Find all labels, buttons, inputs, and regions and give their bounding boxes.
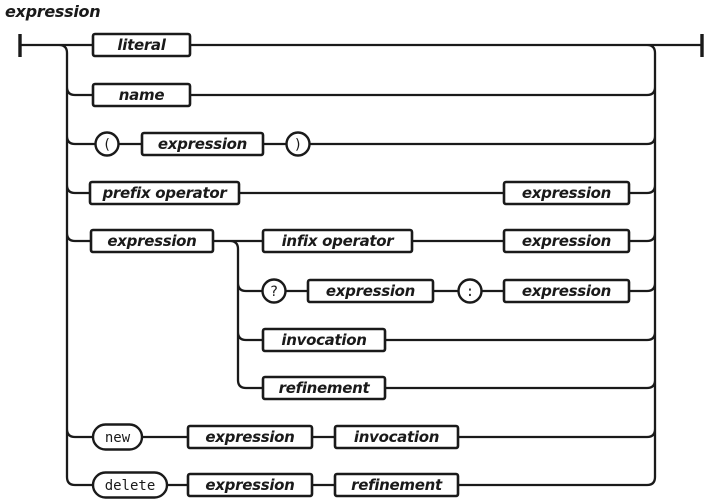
delete-pill	[91, 471, 169, 499]
new-expression-label: expression	[205, 428, 294, 446]
delete-keyword-label: delete	[105, 478, 156, 494]
name-box	[91, 82, 192, 108]
left-expression-label: expression	[107, 232, 196, 250]
new-pill	[91, 423, 144, 451]
left-expression-box	[89, 228, 215, 254]
infix-operator-label: infix operator	[282, 232, 396, 250]
close-paren-circle	[285, 131, 311, 157]
colon-label: :	[466, 284, 474, 300]
infix-expression-label: expression	[522, 232, 611, 250]
name-label: name	[119, 86, 165, 104]
ternary-then-box	[306, 278, 435, 304]
question-label: ?	[270, 284, 278, 300]
ternary-else-label: expression	[522, 282, 611, 300]
diagram-title: expression	[5, 2, 100, 21]
new-invocation-box	[333, 424, 460, 450]
infix-expression-box	[502, 228, 631, 254]
prefix-operator-box	[88, 180, 241, 206]
delete-refinement-box	[333, 472, 460, 498]
ternary-then-label: expression	[326, 282, 415, 300]
prefix-expression-box	[502, 180, 631, 206]
delete-expression-box	[186, 472, 314, 498]
new-expression-box	[186, 424, 314, 450]
refinement-label: refinement	[279, 379, 371, 397]
prefix-operator-label: prefix operator	[102, 184, 229, 202]
colon-circle	[457, 278, 483, 304]
refinement-box	[261, 375, 387, 401]
literal-box	[91, 32, 192, 58]
invocation-box	[261, 327, 387, 353]
infix-operator-box	[261, 228, 414, 254]
open-paren-circle	[94, 131, 120, 157]
delete-expression-label: expression	[205, 476, 294, 494]
new-invocation-label: invocation	[354, 428, 439, 446]
close-paren-label: )	[294, 137, 302, 153]
new-keyword-label: new	[105, 430, 131, 446]
question-circle	[261, 278, 287, 304]
literal-label: literal	[117, 36, 166, 54]
delete-refinement-label: refinement	[351, 476, 443, 494]
group-expression-label: expression	[158, 135, 247, 153]
prefix-expression-label: expression	[522, 184, 611, 202]
ternary-else-box	[502, 278, 631, 304]
invocation-label: invocation	[281, 331, 366, 349]
connector-lines	[20, 43, 702, 487]
open-paren-label: (	[103, 137, 111, 153]
group-expression-box	[140, 131, 265, 157]
